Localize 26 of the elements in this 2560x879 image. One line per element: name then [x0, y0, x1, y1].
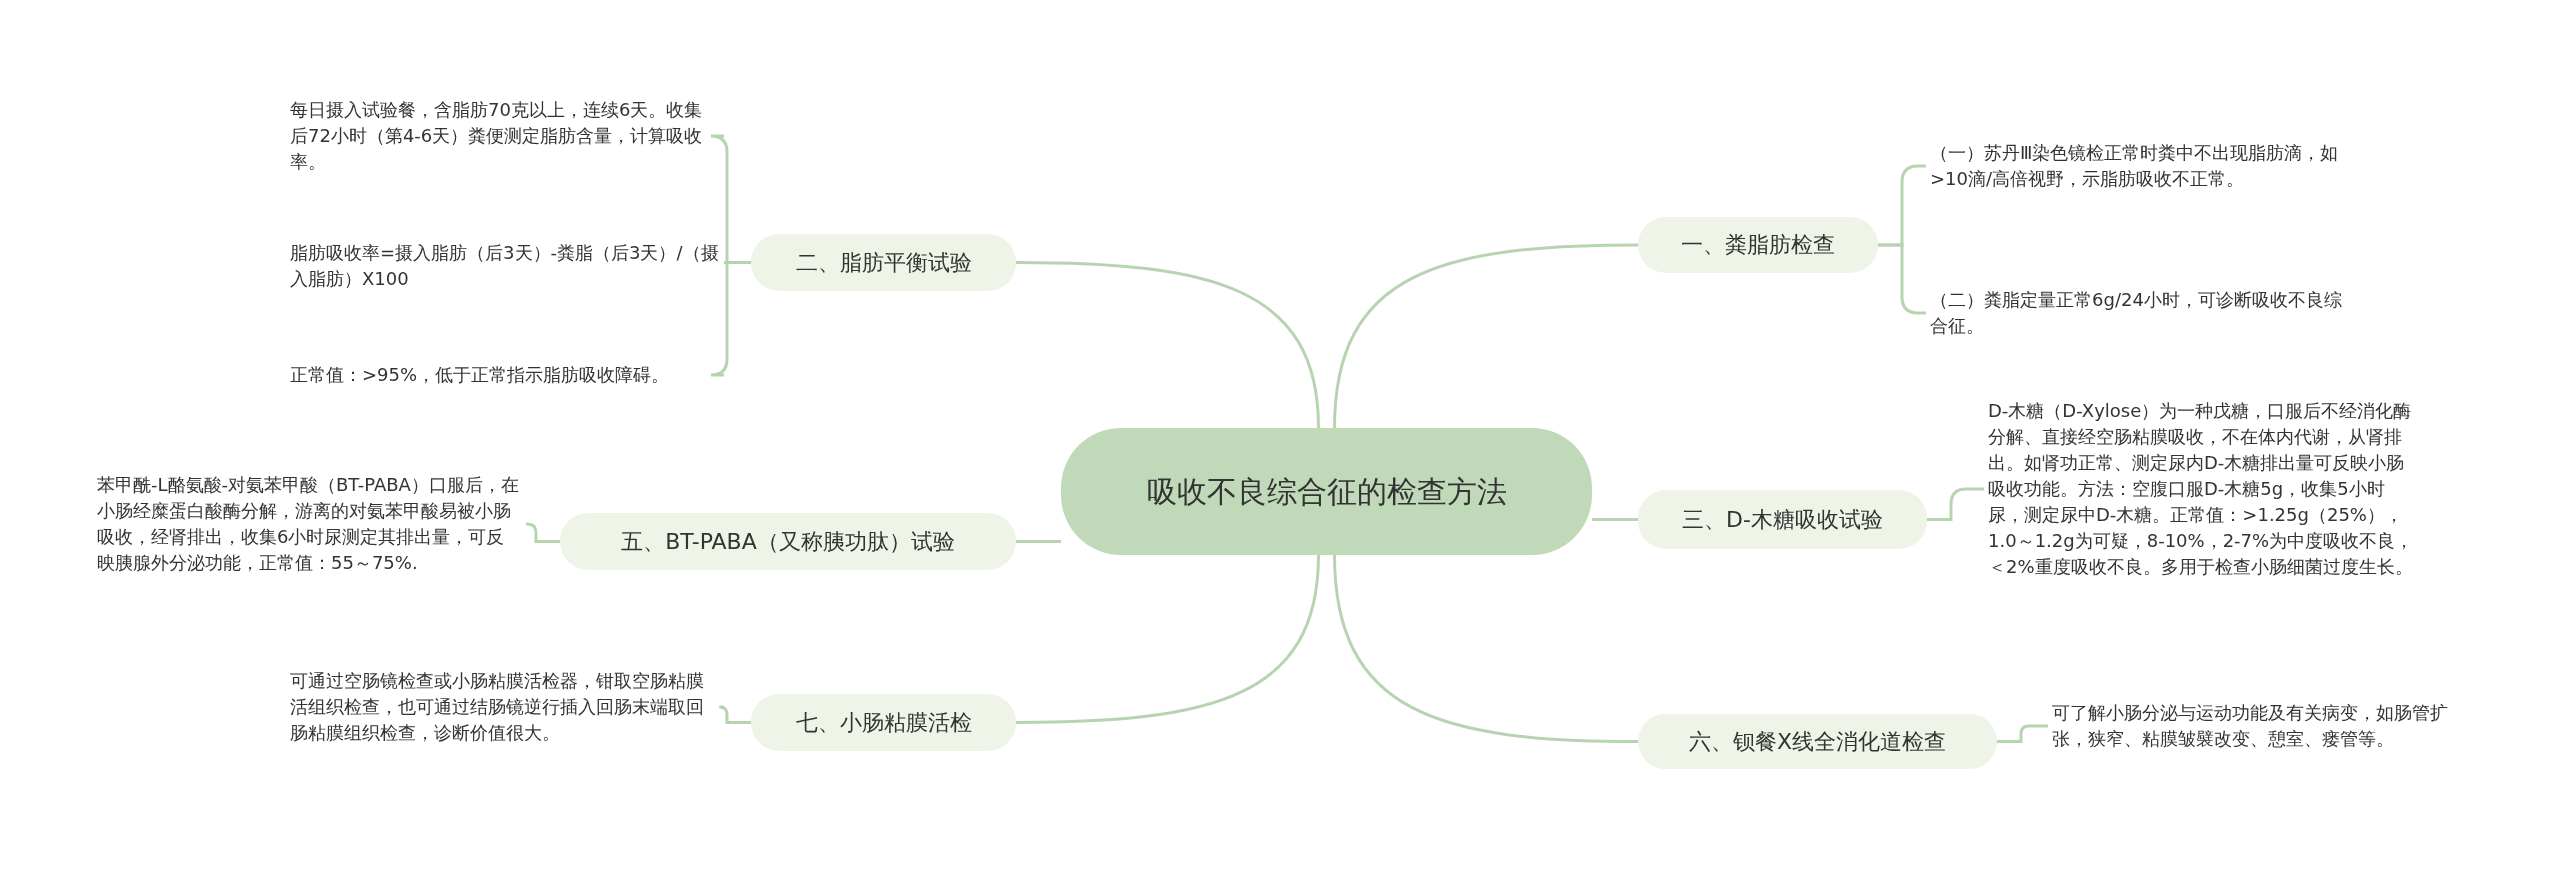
topic-pill: 三、D-木糖吸收试验: [1638, 490, 1927, 549]
connector-line: [1016, 540, 1061, 543]
connector-line: [1333, 243, 1639, 429]
topic-pill: 二、脂肪平衡试验: [751, 234, 1016, 291]
topic-pill: 七、小肠粘膜活检: [751, 694, 1016, 751]
note-text: （一）苏丹Ⅲ染色镜检正常时粪中不出现脂肪滴，如>10滴/高倍视野，示脂肪吸收不正常。: [1930, 140, 2345, 192]
topic-pill: 五、BT-PABA（又称胰功肽）试验: [560, 513, 1016, 570]
connector-line: [1333, 554, 1639, 743]
connector-line: [1016, 554, 1320, 724]
note-text: 每日摄入试验餐，含脂肪70克以上，连续6天。收集后72小时（第4-6天）粪便测定脂肪含量，计算吸收率。: [290, 97, 720, 175]
note-text: 苯甲酰-L酪氨酸-对氨苯甲酸（BT-PABA）口服后，在小肠经糜蛋白酸酶分解，游离的对氨苯甲酸易被小肠吸收，经肾排出，收集6小时尿测定其排出量，可反映胰腺外分泌功能，正常值：55～75%.: [97, 472, 522, 576]
note-text: D-木糖（D-Xylose）为一种戊糖，口服后不经消化酶分解、直接经空肠粘膜吸收，不在体内代谢，从肾排出。如肾功正常、测定尿内D-木糖排出量可反映小肠吸收功能。方法：空腹口服D-木糖5g，收集5小时尿，测定尿中D-木糖。正常值：>1.25g（25%），1.0～1.2g为可疑，8-10%，2-7%为中度吸收不良，＜2%重度吸收不良。多用于检查小肠细菌过度生长。: [1988, 398, 2418, 580]
connector-line: [1927, 487, 1984, 521]
connector-line: [1592, 518, 1638, 521]
note-text: 脂肪吸收率=摄入脂肪（后3天）-粪脂（后3天）/（摄入脂肪）X100: [290, 240, 720, 292]
connector-line: [717, 705, 751, 724]
central-topic: 吸收不良综合征的检查方法: [1061, 428, 1592, 555]
topic-pill: 六、钡餐X线全消化道检查: [1638, 714, 1997, 769]
note-text: （二）粪脂定量正常6g/24小时，可诊断吸收不良综合征。: [1930, 287, 2345, 339]
topic-pill: 一、粪脂肪检查: [1638, 217, 1878, 273]
note-text: 可通过空肠镜检查或小肠粘膜活检器，钳取空肠粘膜活组织检查，也可通过结肠镜逆行插入回肠末端取回肠粘膜组织检查，诊断价值很大。: [290, 668, 720, 746]
connector-line: [1997, 724, 2048, 743]
connector-line: [1016, 261, 1320, 429]
connector-line: [525, 522, 560, 543]
note-text: 可了解小肠分泌与运动功能及有关病变，如肠管扩张，狭窄、粘膜皱襞改变、憩室、瘘管等。: [2052, 700, 2472, 752]
note-text: 正常值：>95%，低于正常指示脂肪吸收障碍。: [290, 362, 720, 388]
